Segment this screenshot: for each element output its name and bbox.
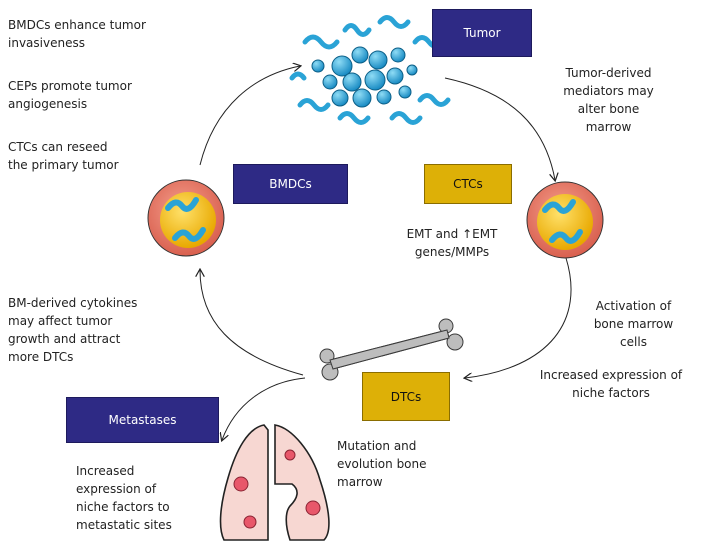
arrow-tumor-to-ctcs <box>444 77 555 180</box>
arrow-ctcs-to-dtcs <box>465 257 572 378</box>
bmdcs-box-label: BMDCs <box>269 177 312 191</box>
bone-icon <box>319 318 464 381</box>
tumor-box: Tumor <box>432 9 532 57</box>
arrow-bone-to-metastases <box>222 377 306 440</box>
note-tumor-mediators: Tumor-derived mediators may alter bone m… <box>563 66 654 134</box>
tumor-cell-squiggles <box>289 15 451 125</box>
tumor-cluster-icon <box>311 46 418 108</box>
dtcs-box-label: DTCs <box>390 389 422 404</box>
note-metastatic-niche: Increased expression of niche factors to… <box>76 464 172 532</box>
lung-lesions <box>233 449 321 529</box>
ctc-cell-icon <box>526 181 604 259</box>
arrow-bone-to-bmdcs <box>200 270 304 376</box>
bmdcs-box: BMDCs <box>233 164 348 204</box>
metastases-box-label: Metastases <box>108 413 177 427</box>
note-bm-cytokines: BM-derived cytokines may affect tumor gr… <box>8 296 138 364</box>
note-emt: EMT and ↑EMT genes/MMPs <box>406 227 498 259</box>
note-mutation: Mutation and evolution bone marrow <box>337 439 427 489</box>
tumor-box-label: Tumor <box>463 26 501 40</box>
note-increased-niche: Increased expression of niche factors <box>539 368 683 400</box>
note-ceps-angiogenesis: CEPs promote tumor angiogenesis <box>8 79 132 111</box>
arrow-bmdcs-to-tumor <box>199 66 300 166</box>
note-activation: Activation of bone marrow cells <box>593 299 674 349</box>
ctcs-box: CTCs <box>424 164 512 204</box>
dtcs-box: DTCs <box>362 372 450 421</box>
metastases-box: Metastases <box>66 397 219 443</box>
bmdc-cell-icon <box>147 179 225 257</box>
note-bmdcs-invasiveness: BMDCs enhance tumor invasiveness <box>8 18 146 50</box>
note-ctcs-reseed: CTCs can reseed the primary tumor <box>8 140 119 172</box>
ctcs-box-label: CTCs <box>453 177 483 191</box>
